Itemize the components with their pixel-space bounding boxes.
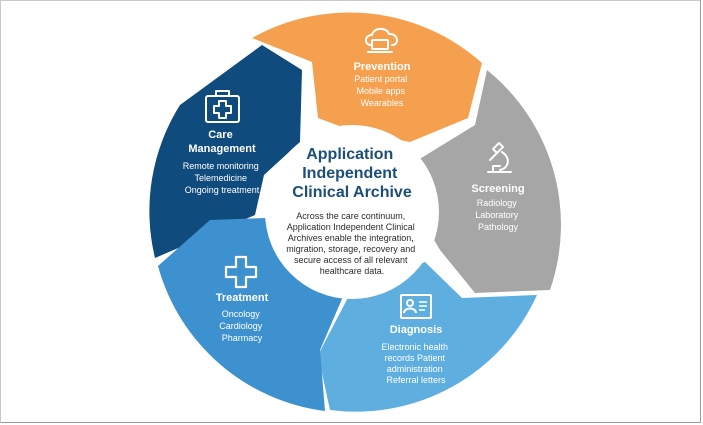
care-management-item: Ongoing treatment	[185, 185, 260, 195]
center-body-line: healthcare data.	[320, 266, 385, 276]
treatment-title-line: Treatment	[216, 292, 269, 304]
diagnosis-item: Electronic health	[381, 342, 448, 352]
screening-items: Radiology Laboratory Pathology	[475, 198, 521, 232]
diagnosis-item: administration	[387, 364, 443, 374]
treatment-item: Cardiology	[219, 321, 263, 331]
diagnosis-title-line: Diagnosis	[390, 324, 443, 336]
segment-care-management	[149, 45, 302, 258]
treatment-item: Oncology	[222, 309, 261, 319]
prevention-title: Prevention	[354, 61, 411, 73]
prevention-items: Patient portal Mobile apps Wearables	[354, 74, 410, 108]
microscope-icon	[487, 142, 512, 173]
prevention-item: Wearables	[361, 98, 404, 108]
diagnosis-title: Diagnosis	[390, 324, 443, 336]
center-body-line: Archives enable the integration,	[288, 233, 414, 243]
center-circle	[265, 125, 439, 299]
medical-kit-icon	[205, 90, 240, 123]
center-title-line: Clinical Archive	[292, 184, 412, 201]
care-management-item: Telemedicine	[194, 173, 247, 183]
screening-item: Pathology	[478, 222, 519, 232]
care-management-item: Remote monitoring	[183, 161, 259, 171]
cloud-laptop-icon	[364, 27, 398, 53]
plus-cross-icon	[224, 255, 258, 289]
treatment-item: Pharmacy	[222, 333, 263, 343]
prevention-item: Patient portal	[354, 74, 407, 84]
care-management-title-line: Care	[208, 129, 232, 141]
center-body-line: Across the care continuum,	[296, 211, 405, 221]
care-management-items: Remote monitoring Telemedicine Ongoing t…	[183, 161, 262, 195]
treatment-items: Oncology Cardiology Pharmacy	[219, 309, 265, 343]
center-body-line: Application Independent Clinical	[287, 222, 415, 232]
center-body-line: migration, storage, recovery and	[286, 244, 415, 254]
segment-screening	[415, 70, 561, 293]
segment-diagnosis	[318, 262, 537, 412]
diagnosis-items: Electronic health records Patient admini…	[381, 342, 450, 385]
id-card-icon	[400, 294, 432, 319]
diagnosis-item: records Patient	[384, 353, 445, 363]
segment-prevention	[252, 12, 482, 142]
care-management-title: Care Management	[188, 129, 256, 155]
center-title-line: Application	[306, 146, 393, 163]
screening-title-line: Screening	[471, 183, 524, 195]
diagnosis-item: Referral letters	[386, 375, 446, 385]
center-title-line: Independent	[302, 165, 398, 182]
center-body-line: secure access of all relevant	[294, 255, 408, 265]
screening-item: Radiology	[477, 198, 518, 208]
prevention-item: Mobile apps	[356, 86, 405, 96]
center-body: Across the care continuum, Application I…	[286, 211, 418, 276]
center-title: Application Independent Clinical Archive	[292, 146, 412, 201]
screening-title: Screening	[471, 183, 524, 195]
care-management-title-line: Management	[188, 143, 256, 155]
screening-item: Laboratory	[475, 210, 519, 220]
treatment-title: Treatment	[216, 292, 269, 304]
prevention-title-line: Prevention	[354, 61, 411, 73]
